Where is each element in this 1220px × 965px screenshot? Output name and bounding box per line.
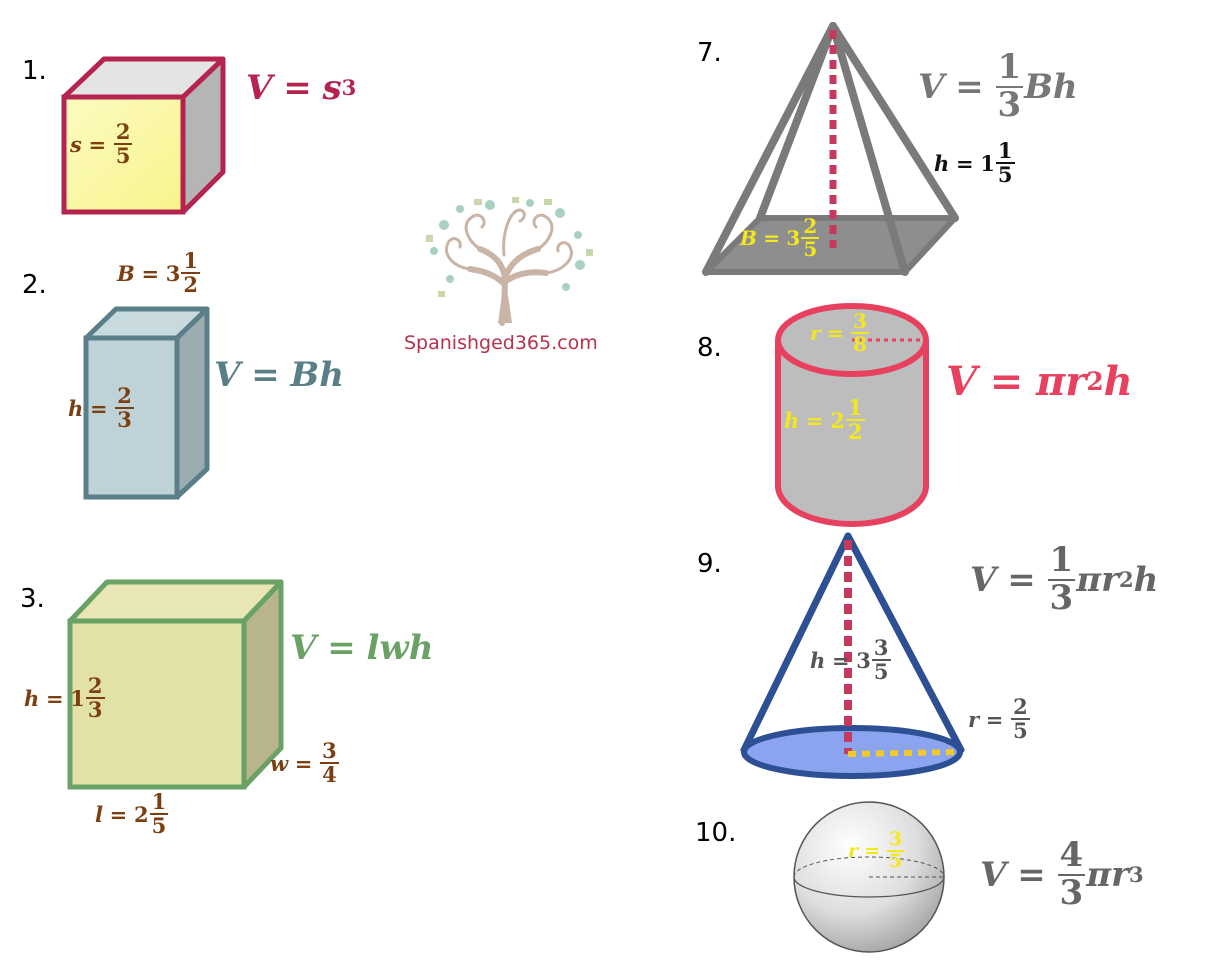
problem-8-number: 8. <box>697 333 722 363</box>
problem-9-number: 9. <box>697 549 722 579</box>
problem-7-number: 7. <box>697 38 722 68</box>
tree-icon <box>426 197 593 326</box>
problem-1-number: 1. <box>22 56 47 86</box>
problem-3-number: 3. <box>20 584 45 614</box>
problem-10-number: 10. <box>695 818 737 848</box>
box-volume-formula: V = lwh <box>290 628 434 668</box>
prism-volume-formula: V = Bh <box>214 355 344 395</box>
logo-text: Spanishged365.com <box>404 332 598 354</box>
problem-2-number: 2. <box>22 270 47 300</box>
